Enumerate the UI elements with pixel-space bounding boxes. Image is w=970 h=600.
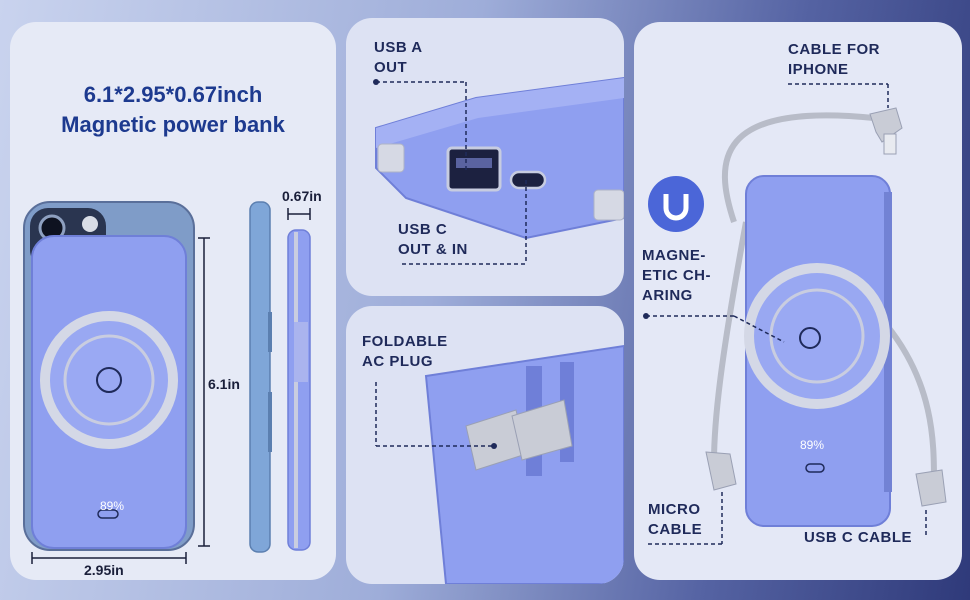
iphone-cable-label: CABLE FOR IPHONE bbox=[788, 41, 880, 78]
micro-cable-label: MICRO CABLE bbox=[648, 501, 703, 538]
usbc-cable-label: USB C CABLE bbox=[804, 529, 913, 546]
product-title: Magnetic power bank bbox=[61, 112, 285, 137]
feature-battery-display: 89% bbox=[800, 438, 825, 452]
plug-panel: FOLDABLE AC PLUG bbox=[346, 306, 624, 584]
ports-illustration bbox=[373, 76, 624, 265]
width-dimension: 2.95in bbox=[84, 562, 124, 578]
usb-c-label: USB C OUT & IN bbox=[398, 221, 468, 258]
dimension-title: 6.1*2.95*0.67inch bbox=[83, 82, 263, 107]
features-panel: CABLE FOR IPHONE MAGNE- ETIC CH- ARING M… bbox=[634, 22, 962, 580]
features-illustration bbox=[643, 83, 947, 545]
ports-panel: USB A OUT USB C OUT & IN bbox=[346, 18, 624, 296]
magnetic-charging-label: MAGNE- ETIC CH- ARING bbox=[642, 247, 711, 304]
dimensions-panel: 6.1*2.95*0.67inch Magnetic power bank bbox=[10, 22, 336, 580]
height-dimension: 6.1in bbox=[208, 376, 240, 392]
plug-illustration bbox=[375, 344, 624, 584]
battery-display: 89% bbox=[100, 499, 125, 513]
usb-a-label: USB A OUT bbox=[374, 39, 423, 76]
dimensions-illustration bbox=[23, 201, 311, 564]
ac-plug-label: FOLDABLE AC PLUG bbox=[362, 333, 448, 370]
thickness-dimension: 0.67in bbox=[282, 188, 322, 204]
